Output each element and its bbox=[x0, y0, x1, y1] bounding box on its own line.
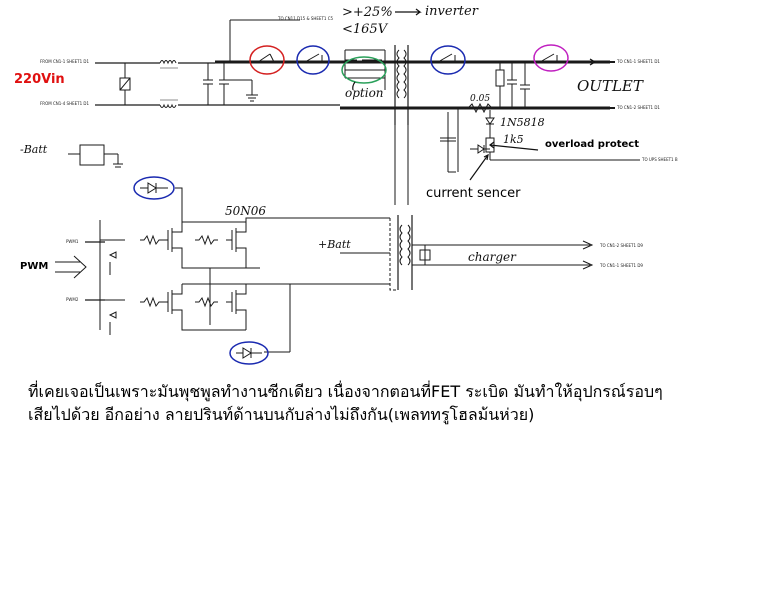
gate-resistor-3 bbox=[195, 234, 218, 246]
outlet-label: OUTLET bbox=[577, 77, 643, 95]
ref-pwm1: PWM1 bbox=[66, 239, 79, 244]
relay-3 bbox=[437, 53, 456, 63]
ground-1 bbox=[246, 80, 258, 102]
mosfet-q2 bbox=[226, 222, 247, 258]
spec-under-label: <165V bbox=[342, 22, 388, 37]
bias-zener-2 bbox=[108, 311, 117, 335]
input-cap-2 bbox=[219, 63, 229, 105]
relay-1 bbox=[257, 53, 275, 63]
spec-inverter-label: inverter bbox=[425, 4, 478, 19]
option-switch bbox=[345, 49, 385, 79]
relay-circle-magenta bbox=[533, 44, 569, 72]
ref-lamp: TO UPS SHEET1 B bbox=[642, 157, 678, 162]
option-circle-green bbox=[341, 56, 387, 84]
input-voltage-label: 220Vin bbox=[14, 72, 65, 87]
sense-diode bbox=[485, 110, 495, 132]
spec-over-label: >+25% bbox=[342, 5, 393, 20]
upper-drain-line bbox=[181, 188, 390, 223]
spec-arrow bbox=[395, 8, 422, 16]
fet-part-label: 50N06 bbox=[225, 204, 267, 218]
resistor-value-label: 1k5 bbox=[503, 133, 524, 146]
ref-top: TO CN11 D15 & SHEET1 C5 bbox=[278, 16, 334, 21]
sense-resistor bbox=[485, 132, 495, 160]
sense-diode-2 bbox=[470, 144, 490, 154]
overload-arrow bbox=[489, 144, 539, 151]
ref-ch1: TO CN1-2 SHEET1 D9 bbox=[600, 243, 643, 248]
charger-label: charger bbox=[468, 250, 516, 264]
annotations bbox=[133, 44, 569, 365]
current-arrow bbox=[469, 154, 489, 181]
relay-2 bbox=[304, 53, 323, 63]
relay-circle-red bbox=[249, 45, 285, 75]
ref-ch2: TO CN1-1 SHEET1 D9 bbox=[600, 263, 643, 268]
option-arrow bbox=[352, 81, 356, 91]
pwm-label: PWM bbox=[20, 261, 49, 272]
pwm-arrow bbox=[55, 255, 87, 279]
diode-symbols bbox=[140, 182, 262, 359]
lower-drain-line bbox=[182, 283, 291, 352]
output-cap-1 bbox=[507, 62, 517, 108]
lower-source bbox=[181, 320, 247, 331]
diode-top-icon bbox=[140, 182, 168, 194]
batt-plus-label: +Batt bbox=[318, 238, 351, 251]
input-varistor bbox=[119, 63, 131, 105]
output-cap-2 bbox=[520, 62, 530, 108]
schematic-wires bbox=[55, 19, 640, 353]
diode-top-wire bbox=[175, 187, 183, 215]
diode-part-label: 1N5818 bbox=[500, 116, 545, 129]
input-cap-1 bbox=[203, 63, 213, 105]
ref-in-n: FROM CN1-4 SHEET1 D1 bbox=[40, 101, 90, 106]
output-varistor bbox=[495, 62, 505, 108]
battery-symbol bbox=[68, 144, 123, 168]
relay-4 bbox=[539, 53, 558, 63]
note-line-1: ที่เคยเจอเป็นเพราะมันพุชพูลทำงานซีกเดียว… bbox=[28, 382, 663, 401]
ref-pwm2: PWM2 bbox=[66, 297, 79, 302]
ref-in-l: FROM CN1-1 SHEET1 D1 bbox=[40, 59, 90, 64]
mosfet-q4 bbox=[226, 284, 247, 320]
charger-arrow-2 bbox=[582, 260, 594, 270]
shunt-resistor bbox=[467, 102, 493, 114]
gate-resistor-4 bbox=[195, 296, 218, 308]
ref-out-n: TO CN1-2 SHEET1 D1 bbox=[617, 105, 660, 110]
outlet-arrow-l bbox=[589, 58, 596, 66]
input-choke-bot bbox=[159, 103, 177, 108]
shunt-value-label: 0.05 bbox=[470, 94, 491, 104]
top-ref-line bbox=[229, 19, 300, 62]
current-sensor-label: current sencer bbox=[426, 186, 521, 201]
overload-protect-label: overload protect bbox=[545, 139, 640, 150]
mosfet-q3 bbox=[162, 284, 183, 320]
gate-resistor-1 bbox=[140, 234, 163, 246]
relay-circle-blue-1 bbox=[296, 45, 330, 75]
sense-cap bbox=[440, 137, 456, 142]
relay-circle-blue-2 bbox=[430, 45, 466, 75]
ref-out-l: TO CN1-1 SHEET1 D1 bbox=[617, 59, 660, 64]
diode-bottom-icon bbox=[236, 347, 262, 359]
option-label: option bbox=[345, 86, 384, 100]
charger-arrow-1 bbox=[582, 240, 594, 250]
diode-circle-bottom bbox=[229, 341, 269, 365]
hand-arrows bbox=[352, 8, 596, 181]
batt-minus-label: -Batt bbox=[20, 143, 48, 156]
gate-resistor-2 bbox=[140, 296, 163, 308]
thai-explanation-note: ที่เคยเจอเป็นเพราะมันพุชพูลทำงานซีกเดียว… bbox=[28, 380, 748, 426]
note-line-2: เสียไปด้วย อีกอย่าง ลายปรินท์ด้านบนกับล่… bbox=[28, 405, 535, 424]
diode-circle-top bbox=[133, 176, 175, 200]
mosfet-q1 bbox=[162, 222, 183, 258]
input-choke-top bbox=[159, 60, 177, 65]
upper-source bbox=[181, 258, 260, 269]
bias-zener-1 bbox=[108, 251, 117, 275]
